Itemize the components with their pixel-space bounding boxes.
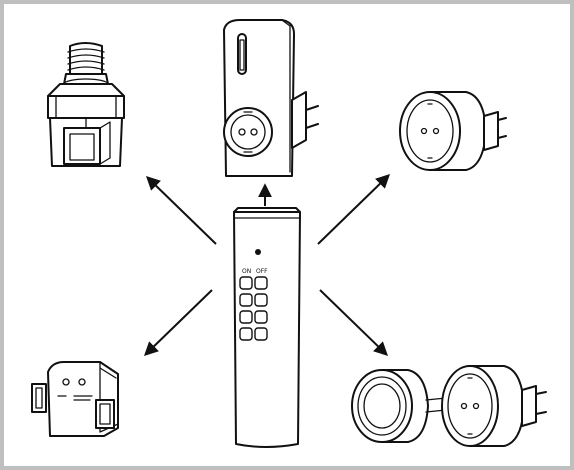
remote-button-on-2 — [239, 293, 253, 307]
remote-buttons — [239, 276, 268, 341]
remote-button-on-3 — [239, 310, 253, 324]
remote-control: ON OFF — [233, 207, 301, 448]
off-label: OFF — [256, 268, 268, 275]
remote-top-edge — [233, 207, 301, 213]
remote-button-off-3 — [254, 310, 268, 324]
arrows — [143, 174, 391, 356]
remote-button-on-1 — [239, 276, 253, 290]
lamp-socket-adapter-icon — [47, 42, 125, 167]
led-indicator-icon — [255, 249, 261, 255]
round-socket-adapter-pair-icon — [351, 365, 547, 447]
remote-button-on-4 — [239, 327, 253, 341]
in-wall-switch-module-icon — [31, 361, 119, 437]
arrow-to-round-adapter — [317, 174, 391, 245]
arrow-to-adapter-pair — [319, 289, 389, 356]
remote-button-off-1 — [254, 276, 268, 290]
arrow-to-lamp-adapter — [145, 176, 217, 245]
round-socket-adapter-top-icon — [399, 91, 507, 171]
arrow-to-wall-module — [143, 289, 213, 356]
remote-button-off-2 — [254, 293, 268, 307]
on-label: ON — [242, 268, 251, 275]
plug-in-socket-switch-icon — [223, 19, 319, 177]
remote-top-cap — [233, 211, 301, 219]
remote-button-off-4 — [254, 327, 268, 341]
